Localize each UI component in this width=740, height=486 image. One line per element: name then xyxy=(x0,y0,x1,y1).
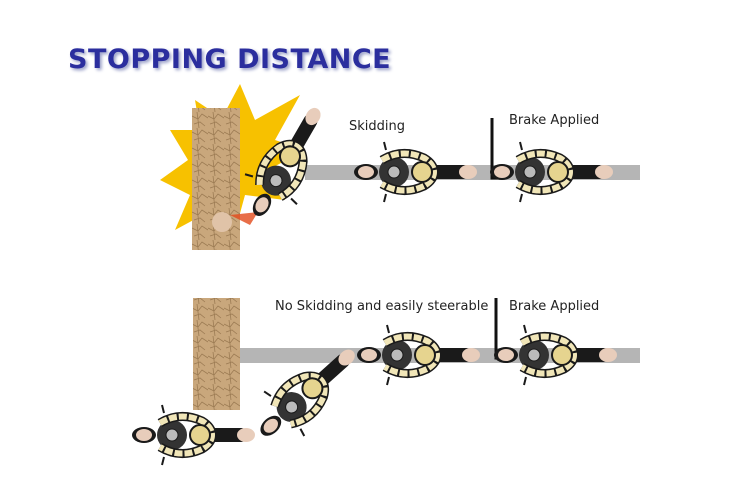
wall-bottom xyxy=(193,298,240,410)
no-skidding-label: No Skidding and easily steerable xyxy=(275,299,489,314)
braking-motorcycle-icon-top xyxy=(490,142,613,202)
steerable-motorcycle-icon xyxy=(357,325,480,385)
brake-applied-label-bottom: Brake Applied xyxy=(509,299,600,314)
skidding-motorcycle-icon xyxy=(354,142,477,202)
skidding-label: Skidding xyxy=(349,119,405,134)
steered-motorcycle-icon xyxy=(132,405,255,465)
brake-applied-label-top: Brake Applied xyxy=(509,113,600,128)
braking-motorcycle-icon-bottom xyxy=(494,325,617,385)
diagram-title: STOPPING DISTANCE xyxy=(68,44,392,75)
